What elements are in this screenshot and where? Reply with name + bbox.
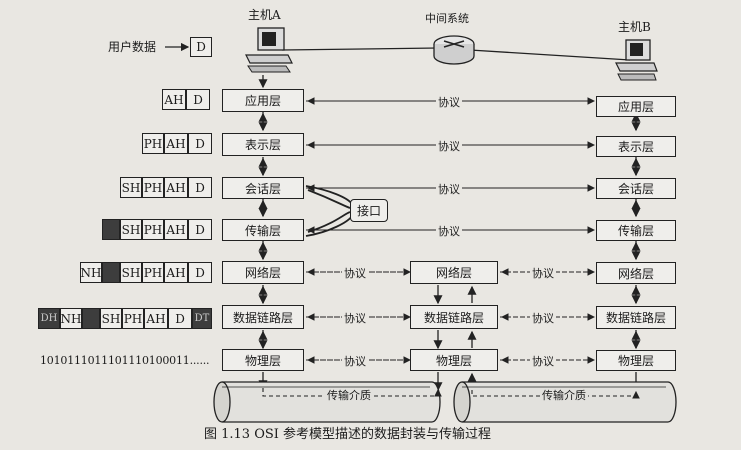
host-a-transport-layer: 传输层	[222, 219, 304, 241]
protocol-label: 协议	[436, 223, 462, 239]
user-data-label: 用户数据	[108, 40, 157, 54]
host-b-title: 主机B	[618, 20, 651, 34]
header-d: D	[188, 219, 212, 240]
protocol-label: 协议	[530, 310, 556, 326]
header-ah: AH	[164, 262, 188, 283]
header-ph: PH	[142, 133, 164, 154]
header-d: D	[188, 262, 212, 283]
router-icon	[433, 35, 475, 65]
interface-label: 接口	[350, 199, 389, 222]
host-a-title: 主机A	[248, 8, 281, 22]
middle-physical-layer: 物理层	[410, 349, 498, 371]
header-sh: SH	[100, 308, 122, 329]
host-a-physical-layer: 物理层	[222, 349, 304, 371]
host-a-network-layer: 网络层	[222, 261, 304, 284]
bit-stream: 1010111011101110100011......	[40, 354, 210, 367]
host-b-network-layer: 网络层	[596, 262, 676, 284]
middle-datalink-layer: 数据链路层	[410, 305, 498, 329]
header-d: D	[188, 133, 212, 154]
computer-b-icon	[615, 39, 658, 81]
medium-right-label: 传输介质	[540, 389, 588, 403]
header-dh: DH	[38, 308, 60, 329]
header-d: D	[168, 308, 192, 329]
header-th-shaded	[82, 308, 100, 329]
host-a-application-layer: 应用层	[222, 89, 304, 112]
header-dt: DT	[192, 308, 212, 329]
host-a-session-layer: 会话层	[222, 177, 304, 199]
header-sh: SH	[120, 177, 142, 198]
computer-a-icon	[245, 27, 293, 73]
header-ah: AH	[144, 308, 168, 329]
header-ph: PH	[142, 177, 164, 198]
protocol-label: 协议	[530, 265, 556, 281]
header-ah: AH	[164, 177, 188, 198]
middle-system-title: 中间系统	[425, 12, 469, 25]
host-b-presentation-layer: 表示层	[596, 136, 676, 157]
user-data-d: D	[190, 37, 212, 57]
header-d: D	[188, 177, 212, 198]
protocol-label: 协议	[530, 353, 556, 369]
protocol-label: 协议	[436, 94, 462, 110]
header-nh: NH	[80, 262, 102, 283]
middle-network-layer: 网络层	[410, 261, 498, 284]
host-a-datalink-layer: 数据链路层	[222, 305, 304, 329]
header-th-shaded	[102, 219, 120, 240]
host-b-transport-layer: 传输层	[596, 220, 676, 241]
protocol-label: 协议	[436, 138, 462, 154]
header-nh: NH	[60, 308, 82, 329]
header-ph: PH	[142, 219, 164, 240]
protocol-label: 协议	[342, 265, 368, 281]
header-sh: SH	[120, 219, 142, 240]
header-d: D	[186, 89, 210, 110]
header-ph: PH	[122, 308, 144, 329]
medium-left-label: 传输介质	[325, 389, 373, 403]
host-a-presentation-layer: 表示层	[222, 133, 304, 156]
header-ah: AH	[164, 133, 188, 154]
header-sh: SH	[120, 262, 142, 283]
protocol-label: 协议	[436, 181, 462, 197]
header-ah: AH	[162, 89, 186, 110]
host-b-application-layer: 应用层	[596, 96, 676, 117]
host-b-datalink-layer: 数据链路层	[596, 306, 676, 329]
host-b-session-layer: 会话层	[596, 178, 676, 199]
header-ah: AH	[164, 219, 188, 240]
header-ph: PH	[142, 262, 164, 283]
figure-caption: 图 1.13 OSI 参考模型描述的数据封装与传输过程	[204, 427, 492, 442]
protocol-label: 协议	[342, 310, 368, 326]
host-b-physical-layer: 物理层	[596, 350, 676, 371]
header-th-shaded	[102, 262, 120, 283]
protocol-label: 协议	[342, 353, 368, 369]
